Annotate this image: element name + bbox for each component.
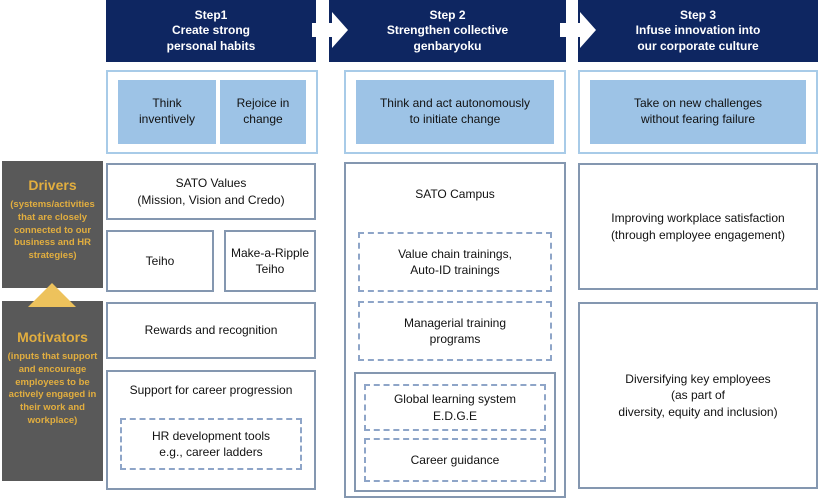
learning-systems-box: Global learning system E.D.G.E Career gu… xyxy=(354,372,556,492)
arrow-right-icon xyxy=(312,10,348,55)
career-guidance-dashed-box: Career guidance xyxy=(364,438,546,482)
step1-behavior-band: Think inventively Rejoice in change xyxy=(106,70,318,154)
drivers-panel: Drivers (systems/activities that are clo… xyxy=(2,161,103,288)
triangle-up-icon xyxy=(28,283,76,312)
step2-header: Step 2 Strengthen collective genbaryoku xyxy=(329,0,566,62)
workplace-satisfaction-box: Improving workplace satisfaction (throug… xyxy=(578,163,818,290)
drivers-description: (systems/activities that are closely con… xyxy=(10,199,95,262)
make-a-ripple-teiho-box: Make-a-Ripple Teiho xyxy=(224,230,316,292)
motivators-panel: Motivators (inputs that support and enco… xyxy=(2,301,103,481)
sato-campus-container: SATO Campus Value chain trainings, Auto-… xyxy=(344,162,566,498)
motivators-title: Motivators xyxy=(17,329,88,345)
sato-campus-label: SATO Campus xyxy=(415,187,495,201)
hr-tools-dashed-box: HR development tools e.g., career ladder… xyxy=(120,418,302,470)
behavior-box-think-inventively: Think inventively xyxy=(118,80,216,144)
diversifying-employees-box: Diversifying key employees (as part of d… xyxy=(578,302,818,489)
value-chain-dashed-box: Value chain trainings, Auto-ID trainings xyxy=(358,232,552,292)
behavior-box-autonomous-change: Think and act autonomously to initiate c… xyxy=(356,80,554,144)
global-learning-dashed-box: Global learning system E.D.G.E xyxy=(364,384,546,431)
motivators-description: (inputs that support and encourage emplo… xyxy=(7,351,98,427)
arrow-right-icon xyxy=(560,10,596,55)
sato-values-box: SATO Values (Mission, Vision and Credo) xyxy=(106,163,316,220)
step3-header: Step 3 Infuse innovation into our corpor… xyxy=(578,0,818,62)
step1-header: Step1 Create strong personal habits xyxy=(106,0,316,62)
behavior-box-new-challenges: Take on new challenges without fearing f… xyxy=(590,80,806,144)
rewards-box: Rewards and recognition xyxy=(106,302,316,359)
step2-behavior-band: Think and act autonomously to initiate c… xyxy=(344,70,566,154)
career-support-label: Support for career progression xyxy=(129,383,293,397)
managerial-training-dashed-box: Managerial training programs xyxy=(358,301,552,361)
drivers-title: Drivers xyxy=(28,177,77,193)
step3-behavior-band: Take on new challenges without fearing f… xyxy=(578,70,818,154)
teiho-box: Teiho xyxy=(106,230,214,292)
career-support-box: Support for career progression HR develo… xyxy=(106,370,316,490)
behavior-box-rejoice-in-change: Rejoice in change xyxy=(220,80,306,144)
